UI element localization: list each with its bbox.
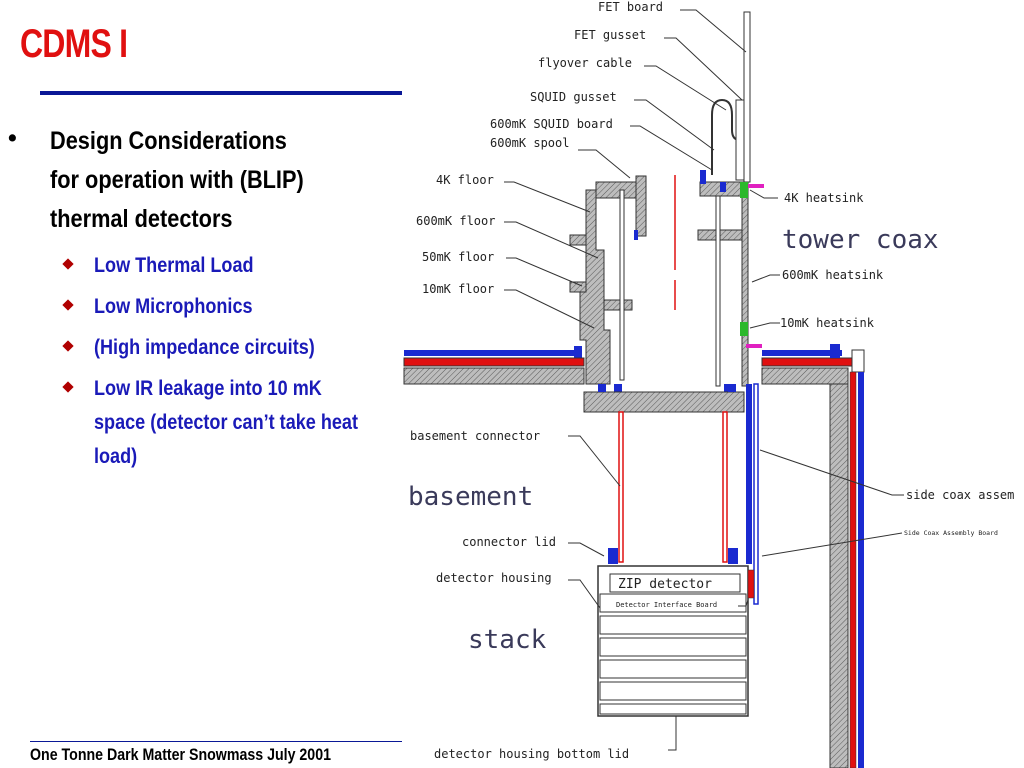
label-600mk-heatsink: 600mK heatsink bbox=[782, 268, 884, 282]
main-bullet-line: for operation with (BLIP) bbox=[50, 166, 304, 194]
detector-housing-shape bbox=[597, 565, 749, 717]
label-10mk-floor: 10mK floor bbox=[422, 282, 494, 296]
label-side-coax-board: Side Coax Assembly Board bbox=[904, 529, 998, 537]
cryostat-plate-right-shape bbox=[762, 350, 842, 356]
label-squid-gusset: SQUID gusset bbox=[530, 90, 617, 104]
label-basement: basement bbox=[408, 482, 533, 512]
basement-plate-shape bbox=[583, 391, 745, 413]
label-fet-gusset: FET gusset bbox=[574, 28, 646, 42]
fet-board-shape bbox=[743, 11, 751, 183]
main-bullet-line: thermal detectors bbox=[50, 205, 233, 233]
zip-detector-box bbox=[609, 573, 741, 593]
label-connector-lid: connector lid bbox=[462, 535, 556, 549]
main-bullet-line: Design Considerations bbox=[50, 127, 287, 155]
sub-bullet-line: space (detector can’t take heat bbox=[94, 411, 358, 434]
label-basement-connector: basement connector bbox=[410, 429, 540, 443]
basement-connector-shape bbox=[618, 411, 624, 563]
sub-bullet-text: Low Microphonics bbox=[94, 295, 253, 318]
side-coax-shape bbox=[746, 384, 752, 564]
sub-bullet-text: Low IR leakage into 10 mK space (detecto… bbox=[94, 372, 358, 474]
label-stack: stack bbox=[468, 625, 547, 655]
label-squid-board: 600mK SQUID board bbox=[490, 117, 613, 131]
label-50mk-floor: 50mK floor bbox=[422, 250, 494, 264]
main-bullet-text: Design Considerations for operation with… bbox=[50, 122, 346, 239]
label-tower-coax: tower coax bbox=[782, 225, 939, 255]
diamond-bullet-icon bbox=[62, 299, 74, 311]
label-side-coax: side coax assem bbox=[906, 488, 1014, 502]
footer-text: One Tonne Dark Matter Snowmass July 2001 bbox=[30, 746, 331, 764]
label-4k-heatsink: 4K heatsink bbox=[784, 191, 864, 205]
cryostat-plate-left-shape bbox=[404, 350, 580, 356]
diamond-bullet-icon bbox=[62, 258, 74, 270]
flyover-cable-shape bbox=[711, 98, 741, 175]
diamond-bullet-icon bbox=[62, 340, 74, 352]
sub-bullet-text: (High impedance circuits) bbox=[94, 336, 315, 359]
label-detector-housing: detector housing bbox=[436, 571, 552, 585]
label-600mk-floor: 600mK floor bbox=[416, 214, 495, 228]
title-underline bbox=[40, 91, 402, 95]
slide-title: CDMS I bbox=[20, 22, 128, 66]
sub-bullet-line: load) bbox=[94, 445, 138, 468]
diamond-bullet-icon bbox=[62, 381, 74, 393]
footer-rule bbox=[30, 741, 402, 742]
label-zip-detector: ZIP detector bbox=[618, 577, 712, 592]
label-fet-board: FET board bbox=[598, 0, 663, 14]
label-detector-interface-board: Detector Interface Board bbox=[616, 601, 717, 609]
label-housing-bottom-lid: detector housing bottom lid bbox=[434, 747, 629, 761]
connector-lid-shape bbox=[608, 548, 618, 564]
sub-bullet-text: Low Thermal Load bbox=[94, 254, 254, 277]
tower-left-wall-shape bbox=[579, 189, 611, 385]
squid-board-shape bbox=[735, 99, 745, 181]
label-10mk-heatsink: 10mK heatsink bbox=[780, 316, 875, 330]
sub-bullet-line: Low IR leakage into 10 mK bbox=[94, 377, 322, 400]
bullet-marker: • bbox=[8, 124, 17, 152]
label-flyover-cable: flyover cable bbox=[538, 56, 632, 70]
tower-right-wall-shape bbox=[699, 181, 749, 197]
label-4k-floor: 4K floor bbox=[436, 173, 494, 187]
label-spool: 600mK spool bbox=[490, 136, 569, 150]
